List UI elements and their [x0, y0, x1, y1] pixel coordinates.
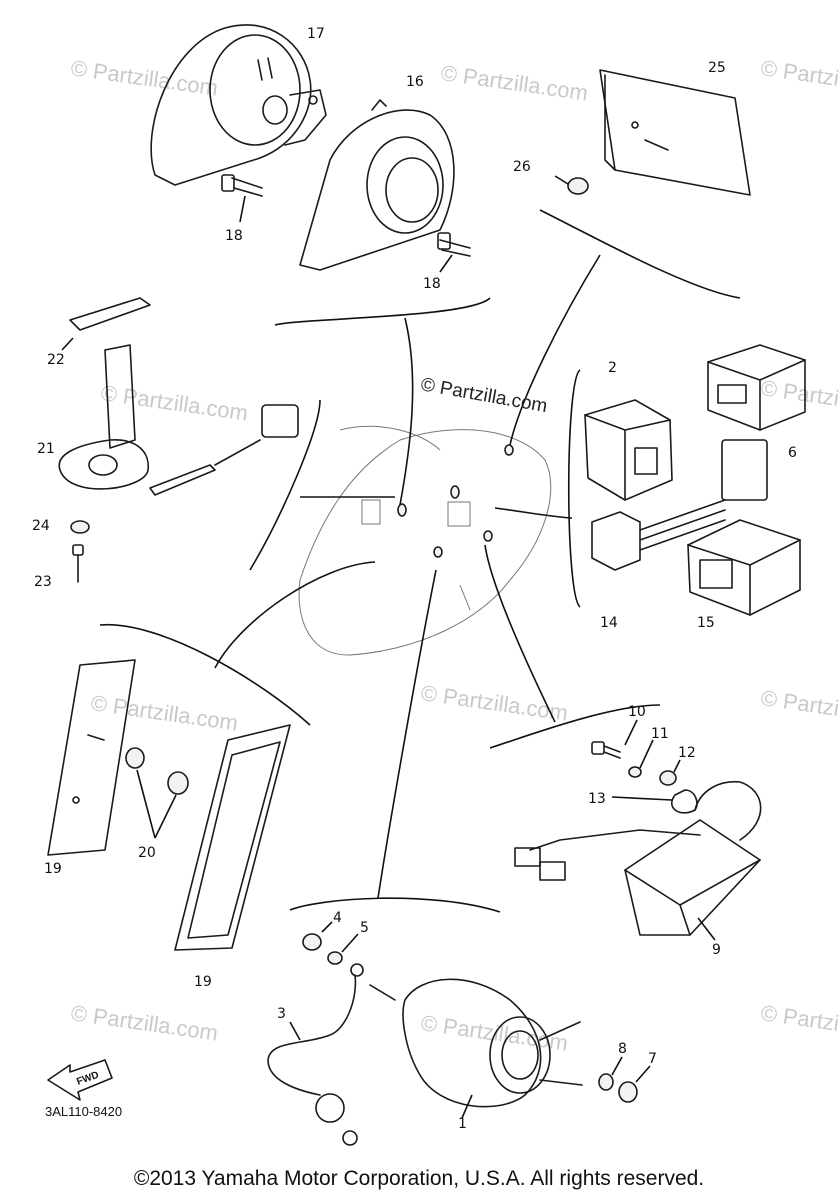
callout-6: 6 [788, 445, 797, 461]
relay-2 [584, 399, 673, 501]
callout-20: 20 [138, 845, 156, 861]
bracket-regulator [484, 544, 661, 749]
reflector-25 [599, 69, 751, 196]
coupler-14 [591, 439, 768, 571]
bolt-18-b [437, 232, 471, 273]
diagram-code: 3AL110-8420 [45, 1104, 122, 1119]
callout-19: 19 [44, 861, 62, 877]
copyright-notice: ©2013 Yamaha Motor Corporation, U.S.A. A… [134, 1167, 704, 1190]
watermark: © Partzilla.com [99, 380, 249, 425]
clamp-13 [611, 789, 698, 814]
bracket-reflector [509, 209, 741, 446]
bracket-starter [289, 569, 501, 913]
horn-17 [150, 24, 327, 186]
callout-15: 15 [697, 615, 715, 631]
washer-8 [598, 1056, 623, 1091]
callout-7: 7 [648, 1051, 657, 1067]
callout-1: 1 [458, 1116, 467, 1132]
callout-13: 13 [588, 791, 606, 807]
callout-11: 11 [651, 726, 669, 742]
nut-7 [618, 1065, 651, 1103]
fuel-sender-21 [58, 344, 299, 496]
callout-24: 24 [32, 518, 50, 534]
callout-12: 12 [678, 745, 696, 761]
reflector-19-right [174, 724, 291, 951]
fwd-arrow: FWD [47, 1059, 113, 1101]
callout-22: 22 [47, 352, 65, 368]
callout-4: 4 [333, 910, 342, 926]
starter-relay-1 [369, 978, 583, 1119]
callout-25: 25 [708, 60, 726, 76]
bracket-horns [274, 297, 491, 506]
vehicle-outline [298, 425, 552, 656]
watermark: © Partzilla.com [69, 55, 219, 100]
connector-15 [687, 519, 801, 616]
screw-23 [72, 544, 84, 583]
watermark: © Partzilla.com [759, 685, 839, 730]
regulator-9 [514, 781, 762, 941]
watermark-layer: © Partzilla.com © Partzilla.com © Partzi… [69, 55, 839, 1055]
callout-2: 2 [608, 360, 617, 376]
watermark: © Partzilla.com [759, 1000, 839, 1045]
washer-11 [628, 739, 654, 778]
unit-6 [707, 344, 806, 431]
watermark: © Partzilla.com [69, 1000, 219, 1045]
callout-14: 14 [600, 615, 618, 631]
reflector-19-left [47, 659, 136, 856]
callout-10: 10 [628, 704, 646, 720]
callout-23: 23 [34, 574, 52, 590]
callout-3: 3 [277, 1006, 286, 1022]
bolt-10 [591, 719, 638, 759]
bracket-relays [494, 369, 581, 608]
watermark: © Partzilla.com [759, 55, 839, 100]
watermark: © Partzilla.com [419, 1010, 569, 1055]
callout-26: 26 [513, 159, 531, 175]
watermark: © Partzilla.com [419, 680, 569, 725]
callout-labels: 1 2 3 4 5 6 7 8 9 10 11 12 13 14 15 16 1… [32, 26, 797, 1132]
callout-9: 9 [712, 942, 721, 958]
callout-18: 18 [225, 228, 243, 244]
callout-17: 17 [307, 26, 325, 42]
callout-21: 21 [37, 441, 55, 457]
lead-wire-3 [267, 963, 364, 1146]
callout-5: 5 [360, 920, 369, 936]
watermark: © Partzilla.com [439, 60, 589, 105]
bracket-reflectors-19 [99, 561, 376, 726]
watermark: © Partzilla.com [89, 690, 239, 735]
nut-20 [125, 747, 189, 839]
nut-4 [302, 921, 333, 951]
washer-24 [70, 520, 90, 534]
gasket-22 [61, 297, 151, 351]
horn-16 [299, 99, 455, 271]
callout-19-b: 19 [194, 974, 212, 990]
washer-12 [659, 759, 681, 786]
bracket-sender [249, 399, 395, 571]
callout-18-b: 18 [423, 276, 441, 292]
callout-16: 16 [406, 74, 424, 90]
watermark-main: © Partzilla.com [419, 374, 549, 417]
bolt-18 [221, 174, 263, 223]
washer-5 [327, 933, 359, 965]
nut-26 [554, 175, 589, 195]
callout-8: 8 [618, 1041, 627, 1057]
